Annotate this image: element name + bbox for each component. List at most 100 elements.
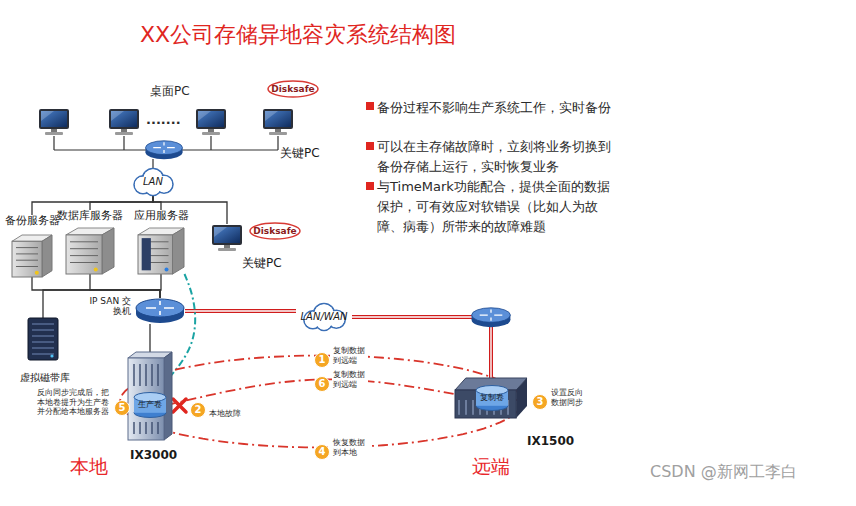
label-anchor: 桌面PC xyxy=(150,80,190,99)
text-label: 复制数据到远端 xyxy=(332,346,368,365)
node-label: LAN xyxy=(143,176,163,188)
badge-outline xyxy=(268,81,318,97)
node-label: 关键PC xyxy=(242,257,282,271)
server-icon xyxy=(12,235,52,277)
rack-slots xyxy=(32,324,54,354)
label-anchor: 反向同步完成后，把本地卷提升为生产卷并分配给本地服务器 xyxy=(36,388,114,418)
label-anchor: 2 xyxy=(190,398,206,418)
switch-icon xyxy=(135,298,185,324)
server-front xyxy=(66,235,102,274)
connector xyxy=(185,309,296,313)
server-bays xyxy=(70,242,98,263)
fault-cross xyxy=(173,399,186,412)
server-icon xyxy=(66,228,114,274)
cloud-outline xyxy=(134,169,173,196)
remote-switch xyxy=(472,308,511,327)
label-anchor: CSDN @新网工李白 xyxy=(650,462,797,481)
rack-node: 虚拟磁带库 xyxy=(28,318,58,360)
title-anchor: XX公司存储异地容灾系统结构图 xyxy=(140,22,456,47)
pc-monitor xyxy=(212,225,242,251)
callout-number: 5 xyxy=(114,400,130,416)
desktop-lan-wiring xyxy=(54,136,278,168)
text-label: ······· xyxy=(146,115,181,131)
cloud-node: LAN xyxy=(128,168,178,196)
connector xyxy=(352,317,491,378)
storage-node: 生产卷IX3000 xyxy=(128,352,172,440)
node-label: 数据库服务器 xyxy=(57,210,123,223)
connector-core xyxy=(185,310,296,311)
connector xyxy=(32,277,160,298)
callout-number: 6 xyxy=(314,376,330,392)
pc-monitor xyxy=(263,109,293,135)
label-anchor: 复制数据到远端 xyxy=(332,346,368,367)
server-side xyxy=(102,228,114,274)
label-anchor: 1 xyxy=(314,348,330,368)
node-label: Disksafe xyxy=(253,226,296,236)
node-label: IP SAN 交换机 xyxy=(87,296,131,317)
label-anchor: 本地故障 xyxy=(208,401,242,420)
label-anchor: 备份过程不影响生产系统工作，实时备份 xyxy=(377,97,622,118)
monitor-icon xyxy=(210,224,244,252)
label-anchor: 可以在主存储故障时，立刻将业务切换到备份存储上运行，实时恢复业务 xyxy=(377,137,622,177)
node-label: 备份服务器 xyxy=(5,215,60,228)
diagram-title: XX公司存储异地容灾系统结构图 xyxy=(140,22,456,47)
text-label: 备份过程不影响生产系统工作，实时备份 xyxy=(377,98,622,118)
node-label: Disksafe xyxy=(271,84,314,94)
label-anchor: 复制数据到远端 xyxy=(332,370,368,391)
connector xyxy=(153,196,161,210)
text-label: 本地 xyxy=(70,455,108,478)
cloud-fill xyxy=(135,169,172,194)
flat-node: 复制卷IX1500 xyxy=(455,378,527,418)
monitor-node: 关键PC xyxy=(262,108,294,136)
text-label: 恢复数据到本地 xyxy=(332,438,368,457)
badge-node: Disksafe xyxy=(267,80,319,98)
label-anchor: 设置反向数据同步 xyxy=(550,388,586,409)
storage-slots xyxy=(134,422,158,434)
node-label: 关键PC xyxy=(280,147,320,161)
connector xyxy=(90,196,153,210)
server-side xyxy=(42,235,52,277)
server-node: 备份服务器 xyxy=(1,215,64,277)
label-anchor: 远端 xyxy=(472,455,510,478)
desktop-pc xyxy=(39,109,226,135)
label-anchor: 3 xyxy=(532,390,548,410)
text-label: 桌面PC xyxy=(150,84,190,98)
server-front xyxy=(138,235,173,274)
callout-number: 2 xyxy=(190,402,206,418)
callout-number: 1 xyxy=(314,352,330,368)
badge-node: Disksafe xyxy=(249,222,301,240)
server2-node: 应用服务器 xyxy=(130,210,193,274)
rack-body xyxy=(28,318,58,360)
server-node: 数据库服务器 xyxy=(53,210,127,274)
rack-led xyxy=(50,354,53,357)
node-label: 生产卷 xyxy=(138,400,162,409)
server-led xyxy=(94,267,98,271)
server-panel xyxy=(142,238,151,270)
connector-core xyxy=(352,317,491,378)
monitor-icon xyxy=(262,108,294,136)
server-led xyxy=(35,271,39,275)
text-label: CSDN @新网工李白 xyxy=(650,462,797,481)
bullet-marker xyxy=(366,102,374,190)
label-anchor: 本地 xyxy=(70,455,108,478)
monitor-node: 关键PC xyxy=(210,224,244,252)
callout-number: 3 xyxy=(532,394,548,410)
text-label: 复制数据到远端 xyxy=(332,370,368,389)
array-front xyxy=(455,390,516,418)
server-front xyxy=(12,241,42,277)
text-label: 与TimeMark功能配合，提供全面的数据保护，可有效应对软错误（比如人为故障、… xyxy=(377,177,622,237)
text-label: 反向同步完成后，把本地卷提升为生产卷并分配给本地服务器 xyxy=(36,388,114,417)
node-label: 应用服务器 xyxy=(134,210,189,223)
node-label: IX3000 xyxy=(130,449,177,463)
node-label: LAN/WAN xyxy=(301,311,348,323)
label-anchor: 恢复数据到本地 xyxy=(332,438,368,459)
lan-switch xyxy=(146,141,183,159)
server-led xyxy=(165,267,169,271)
switch-node: IP SAN 交换机 xyxy=(135,298,185,324)
rack-icon xyxy=(28,318,58,360)
label-anchor: 6 xyxy=(314,372,330,392)
callout-number: 4 xyxy=(314,444,330,460)
label-anchor: 4 xyxy=(314,440,330,460)
text-label: 远端 xyxy=(472,455,510,478)
